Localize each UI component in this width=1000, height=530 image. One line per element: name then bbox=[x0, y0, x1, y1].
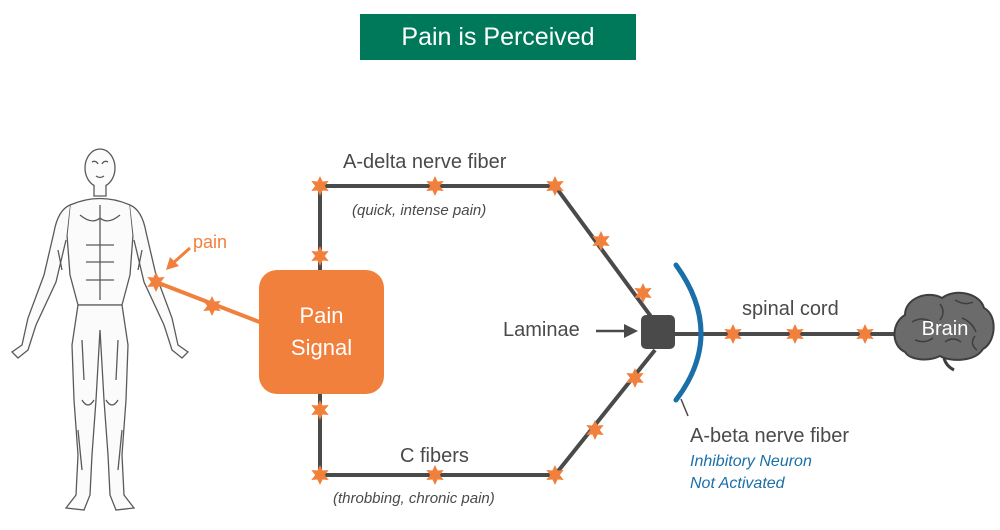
laminae-label: Laminae bbox=[503, 319, 580, 341]
a-beta-pointer bbox=[680, 398, 689, 417]
inhibitory-neuron-label: Inhibitory Neuron bbox=[690, 453, 812, 470]
pain-arrow bbox=[166, 246, 191, 270]
page-title: Pain is Perceived bbox=[360, 14, 636, 60]
laminae-node bbox=[641, 315, 675, 349]
a-beta-label: A-beta nerve fiber bbox=[690, 425, 849, 447]
pain-signal-box: Pain Signal bbox=[259, 270, 384, 394]
a-beta-arc bbox=[673, 262, 704, 403]
spinal-cord-label: spinal cord bbox=[742, 298, 839, 320]
a-delta-description: (quick, intense pain) bbox=[352, 202, 487, 219]
pain-label: pain bbox=[193, 232, 228, 252]
not-activated-label: Not Activated bbox=[690, 475, 785, 492]
spark-icon bbox=[311, 246, 329, 266]
a-delta-label: A-delta nerve fiber bbox=[343, 151, 507, 173]
human-body-icon bbox=[10, 148, 190, 511]
c-fibers-label: C fibers bbox=[400, 445, 469, 467]
c-fibers-description: (throbbing, chronic pain) bbox=[333, 490, 495, 507]
pain-signal-label-line2: Signal bbox=[290, 335, 353, 360]
brain-icon bbox=[893, 291, 995, 372]
laminae-arrow bbox=[596, 324, 638, 338]
spark-icon bbox=[311, 400, 329, 420]
brain-label: Brain bbox=[921, 318, 969, 340]
pain-signal-label-line1: Pain bbox=[299, 303, 344, 328]
